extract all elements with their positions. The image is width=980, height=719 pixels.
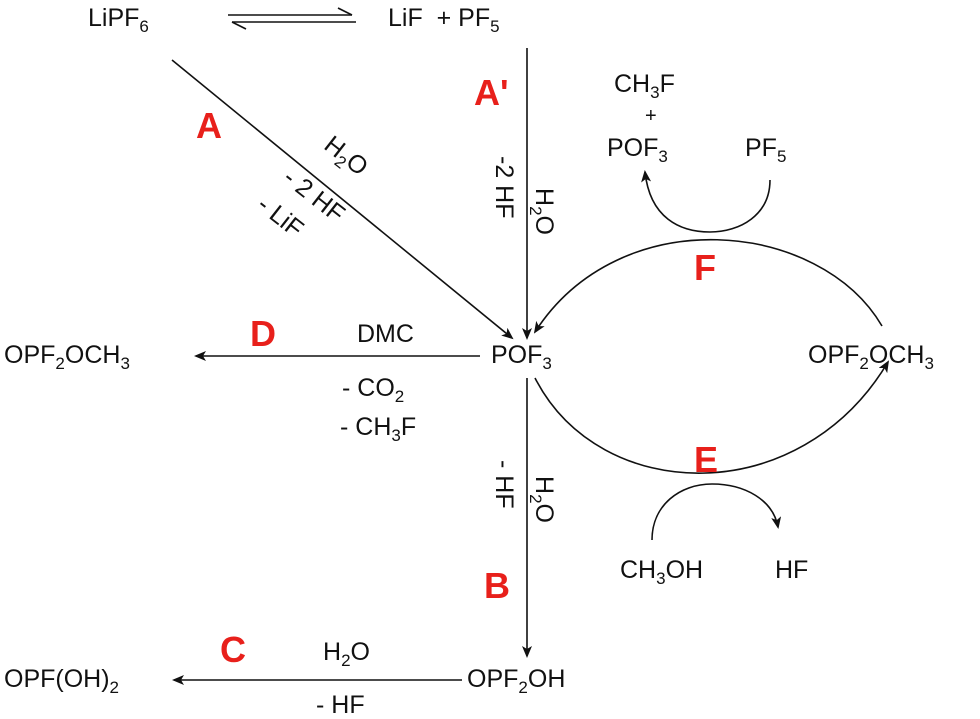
arrow-f: [533, 238, 883, 334]
arc-e-hf-out: [711, 483, 782, 529]
arrow-a: [171, 59, 514, 340]
species-pf5-right: PF5: [745, 134, 787, 166]
cond-b-minus-hf: - HF: [490, 460, 518, 509]
arrow-e: [534, 360, 890, 474]
species-opf2och3-right: OPF2OCH3: [808, 341, 934, 373]
cond-b-h2o: H2O: [526, 476, 558, 523]
cond-d-dmc: DMC: [357, 320, 414, 348]
label-a: A: [196, 105, 222, 146]
cond-c-h2o: H2O: [323, 638, 370, 670]
species-lipf6: LiPF6: [88, 4, 149, 36]
label-c: C: [220, 629, 246, 670]
label-a-prime: A': [474, 72, 509, 113]
arc-f-pf5-in: [709, 179, 771, 233]
species-lif-pf5: LiF + PF5: [388, 4, 500, 36]
species-pof3-center: POF3: [491, 341, 552, 373]
label-b: B: [484, 565, 510, 606]
species-pof3-top: POF3: [607, 134, 668, 166]
arc-f-pof3-out: [641, 170, 711, 233]
species-ch3oh: CH3OH: [620, 556, 704, 588]
cond-d-minus-ch3f: - CH3F: [340, 413, 417, 445]
species-opf2och3-left: OPF2OCH3: [4, 341, 130, 373]
label-f: F: [694, 247, 716, 288]
cond-d-minus-co2: - CO2: [342, 374, 405, 406]
species-ch3f: CH3F: [614, 70, 675, 102]
cond-c-minus-hf: - HF: [316, 691, 365, 719]
cond-aprime-minus-2hf: -2 HF: [490, 156, 518, 219]
species-opf2oh: OPF2OH: [467, 665, 566, 697]
cond-aprime-h2o: H2O: [526, 188, 558, 235]
label-e: E: [694, 439, 719, 480]
label-d: D: [250, 313, 276, 354]
plus-sign: +: [645, 105, 657, 127]
arc-e-ch3oh-in: [651, 483, 713, 541]
species-hf-right: HF: [775, 556, 809, 584]
species-opfoh2: OPF(OH)2: [4, 665, 120, 697]
